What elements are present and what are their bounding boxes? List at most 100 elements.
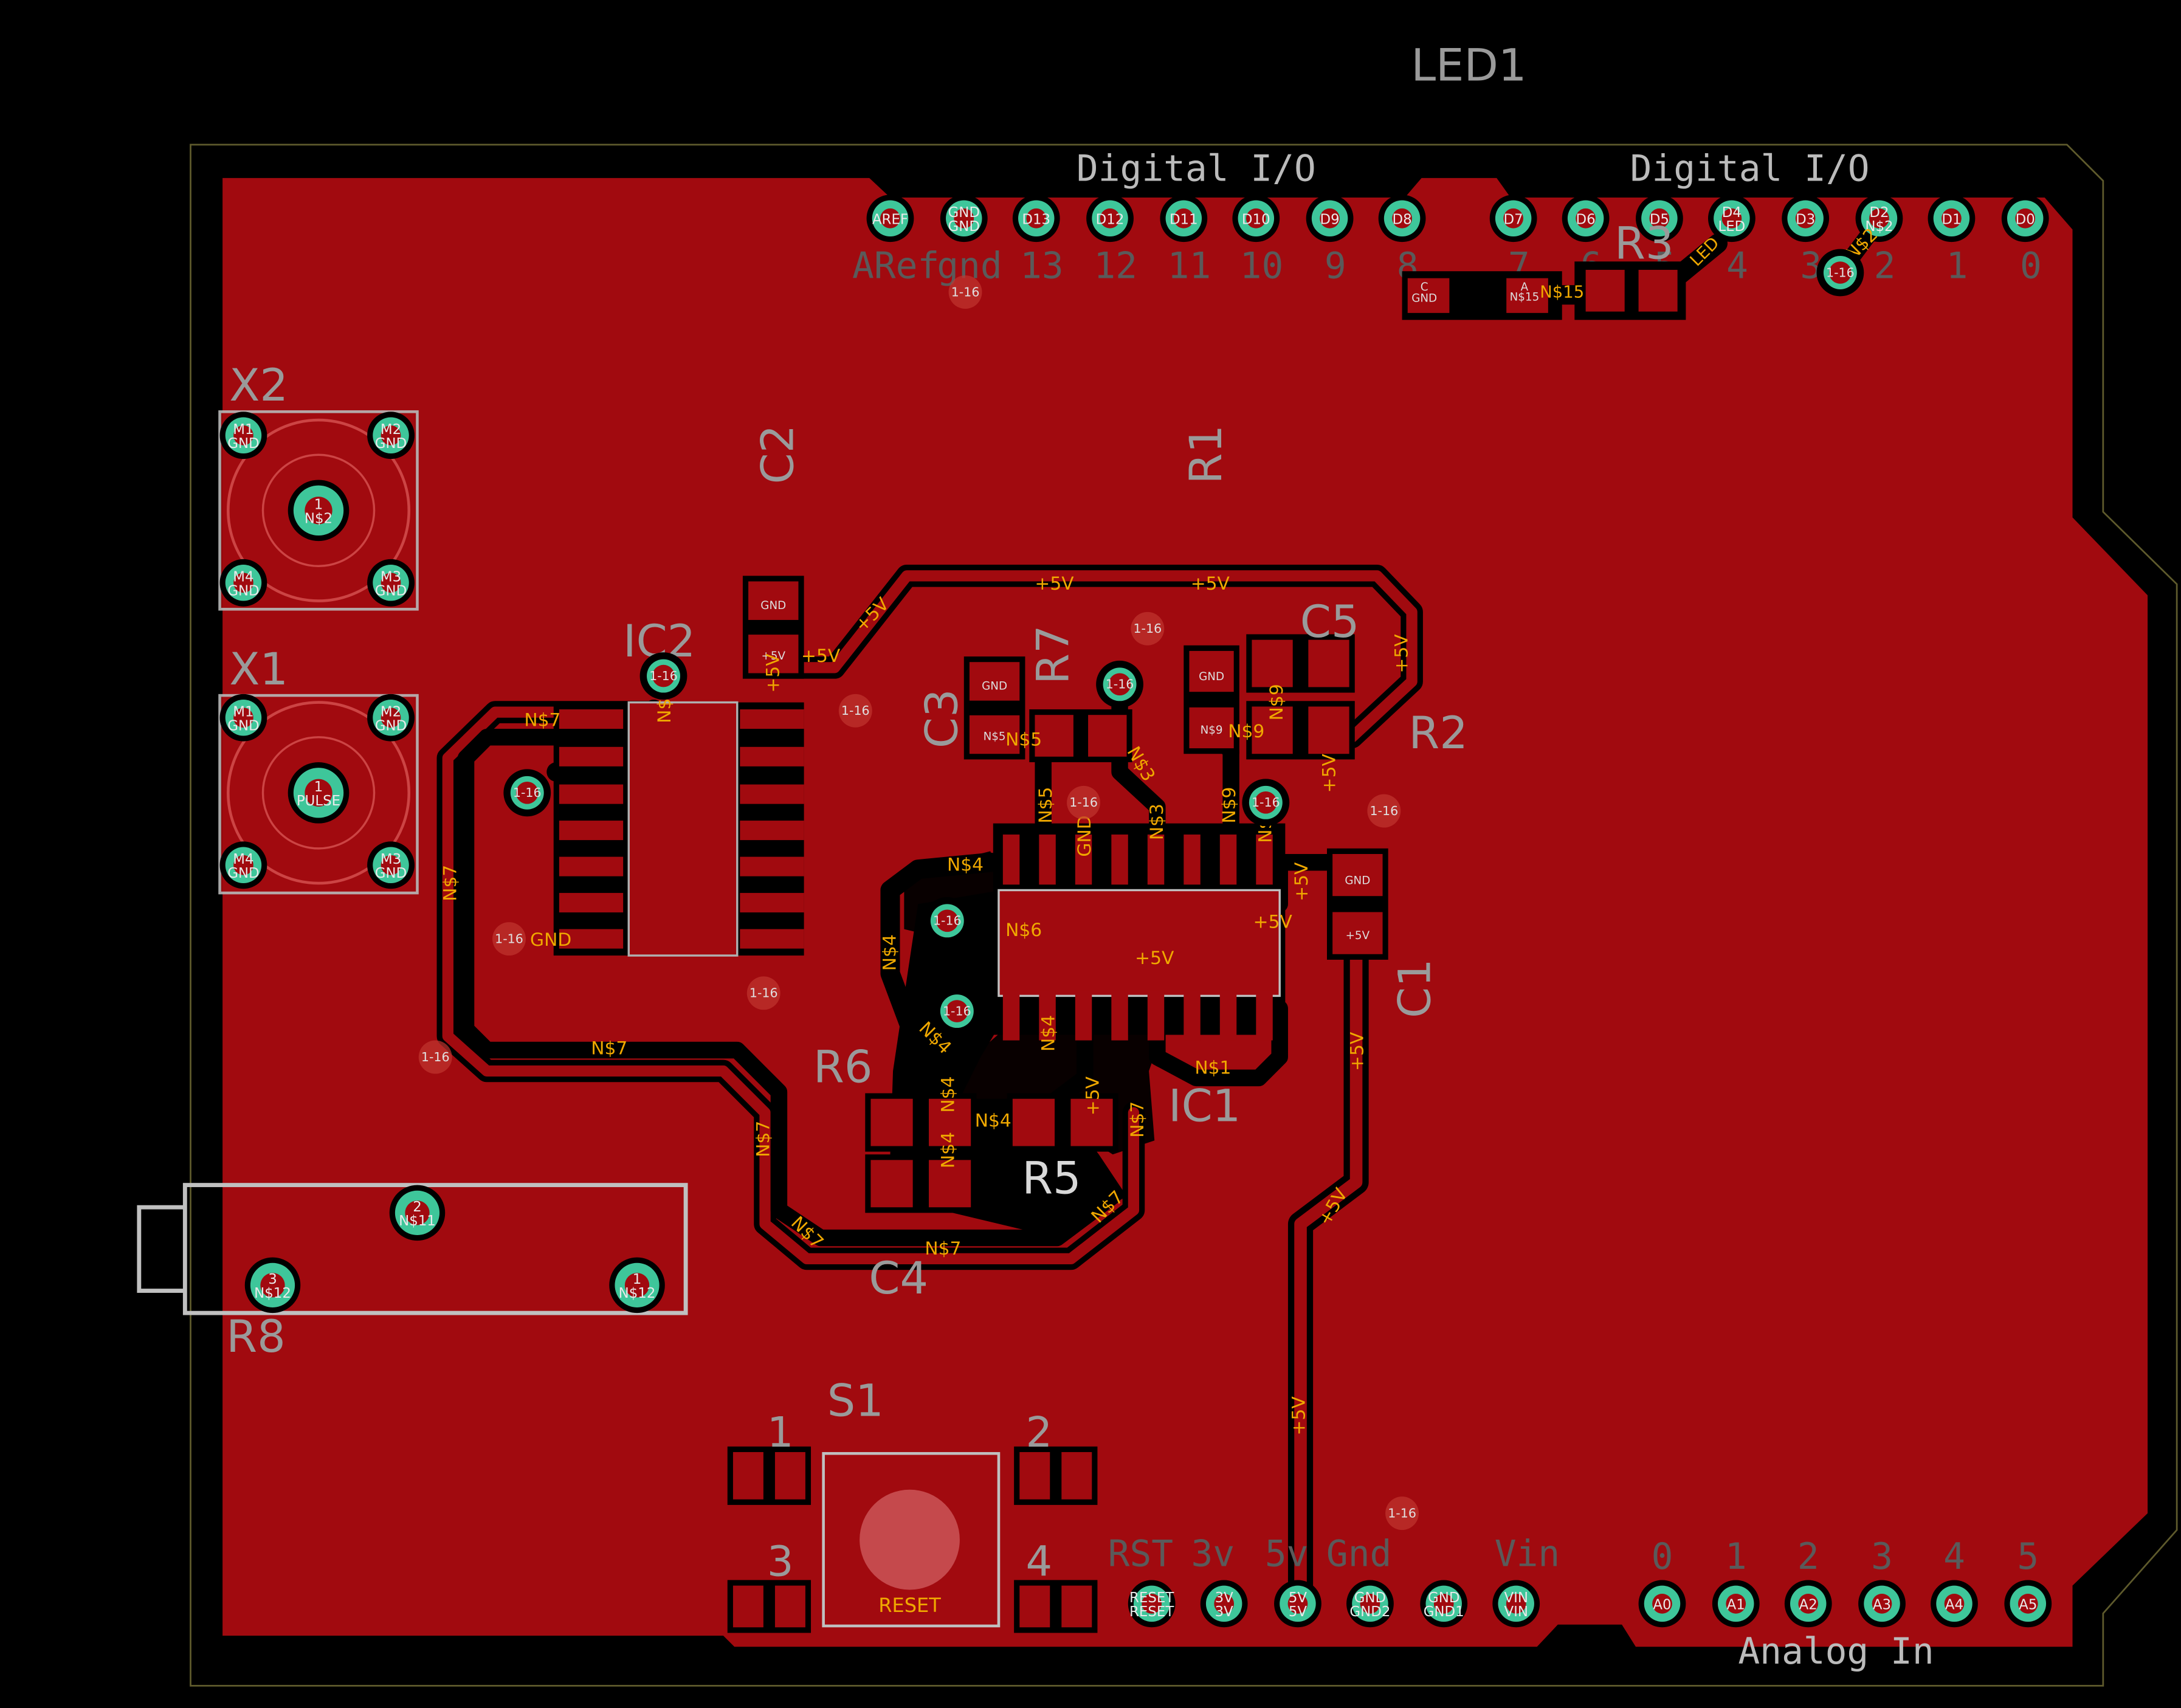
- top-pin-d1: D1: [1928, 195, 1976, 243]
- x2-pads-m3-text: M3: [381, 570, 401, 585]
- top-silk-6: 9: [1325, 246, 1346, 288]
- svg-text:+5V: +5V: [1391, 634, 1413, 673]
- x2-pads-m1-sub: GND: [227, 436, 259, 452]
- svg-text:+5V: +5V: [801, 646, 841, 667]
- power-pin-5v-2-text: 5V: [1289, 1590, 1308, 1606]
- x2-pads-center-sub: N$2: [305, 511, 332, 526]
- r7-label: R7: [1027, 625, 1079, 684]
- r3-label: R3: [1614, 218, 1673, 270]
- via: 1-16: [923, 897, 971, 945]
- via: 1-16: [1096, 660, 1143, 708]
- ic1-pad-bottom-5: [1147, 990, 1165, 1041]
- svg-text:N$7: N$7: [1127, 1101, 1148, 1138]
- analog-in-label: Analog In: [1738, 1631, 1934, 1673]
- svg-text:N$7: N$7: [753, 1121, 774, 1157]
- x2-pads-m2-text: M2: [381, 422, 401, 438]
- c2-part-a: GND: [760, 599, 786, 612]
- via: 1-16: [503, 769, 551, 817]
- via-label: 1-16: [495, 931, 523, 946]
- r6-part: [865, 1093, 977, 1152]
- via: 1-16: [1816, 249, 1864, 297]
- ic1-pad-top-1: [1002, 834, 1020, 885]
- r3-footprint: R3 N$15 LED: [1540, 218, 1723, 320]
- top-pin-d8-text: D8: [1392, 212, 1411, 227]
- led1-footprint: C GND A N$15: [1402, 271, 1562, 320]
- top-pin-d6-text: D6: [1576, 212, 1596, 227]
- via-label: 1-16: [943, 1004, 971, 1018]
- x2-pads-m4-sub: GND: [227, 583, 259, 599]
- r6-label: R6: [813, 1041, 872, 1093]
- x2-pads-center-text: 1: [314, 497, 323, 513]
- power-pin-3v-1-text: 3V: [1215, 1590, 1234, 1606]
- analog-pin-a4: A4: [1931, 1580, 1978, 1628]
- ic2-pad-left-2: [559, 746, 624, 766]
- s1-label: S1: [827, 1375, 884, 1427]
- power-silk-1: 3v: [1191, 1534, 1235, 1575]
- via-label: 1-16: [1370, 804, 1398, 818]
- ic2-pad-right-3: [740, 784, 804, 804]
- svg-text:N$15: N$15: [1510, 291, 1540, 303]
- via-label: 1-16: [1106, 677, 1134, 692]
- s1-pin-2: 2: [1025, 1408, 1052, 1457]
- top-pin-d12-text: D12: [1096, 212, 1125, 227]
- reset-net-label: RESET: [878, 1594, 941, 1617]
- ic1-pad-top-7: [1219, 834, 1237, 885]
- top-pin-d0: D0: [2001, 195, 2049, 243]
- ic2-pad-left-1: [559, 709, 624, 729]
- c3-part-a: GND: [982, 680, 1007, 693]
- x1-pads-m3-sub: GND: [375, 866, 407, 881]
- via-label: 1-16: [1388, 1506, 1416, 1521]
- x1-label: X1: [229, 644, 288, 695]
- analog-pin-a5: A5: [2004, 1580, 2052, 1628]
- via: 1-16: [1067, 785, 1101, 819]
- svg-text:+5V: +5V: [1191, 573, 1230, 594]
- r8-pin-1: 1N$12: [609, 1257, 665, 1314]
- svg-text:N$3: N$3: [1146, 804, 1168, 840]
- top-pin-d9: D9: [1306, 195, 1354, 243]
- s1-pad-3: [727, 1580, 811, 1633]
- vias: 1-16 1-16 1-16 1-16 1-16 1-16 1-16 1-16 1-16 1-16…: [418, 249, 1864, 1531]
- power-silk-2: 5v: [1265, 1534, 1309, 1575]
- via: 1-16: [1242, 779, 1290, 827]
- r8-pin-2: 2N$11: [389, 1185, 446, 1241]
- top-silk-0: ARef: [852, 246, 939, 288]
- r1-part-b: N$9: [1201, 724, 1223, 737]
- via: 1-16: [1131, 611, 1165, 646]
- r8-pin-1-text: 1: [633, 1272, 642, 1287]
- top-silk-14: 1: [1946, 246, 1968, 288]
- ic1-pad-bottom-6: [1184, 990, 1201, 1041]
- bottom-headers: RESETRESET3V3V5V5VGNDGND2GNDGND1VINVINRS…: [1108, 1534, 2052, 1673]
- svg-text:N$7: N$7: [591, 1038, 627, 1059]
- via: 1-16: [418, 1040, 452, 1074]
- svg-text:N$9: N$9: [1219, 787, 1240, 824]
- r8-pin-3: 3N$12: [244, 1257, 301, 1314]
- via-label: 1-16: [421, 1050, 450, 1064]
- x1-pads-m1-text: M1: [233, 704, 253, 720]
- r2-label: R2: [1408, 708, 1467, 759]
- svg-text:N$4: N$4: [880, 934, 901, 971]
- r8-pin-1-sub: N$12: [619, 1286, 656, 1301]
- power-pin-reset-0-text: RESET: [1129, 1590, 1174, 1606]
- x2-pads-m1-text: M1: [233, 422, 253, 438]
- top-silk-15: 0: [2020, 246, 2042, 288]
- x2-pads-m4-text: M4: [233, 570, 253, 585]
- analog-silk-4: 4: [1943, 1536, 1965, 1578]
- x1-pads-m3-text: M3: [381, 852, 401, 867]
- r8-pin-2-text: 2: [413, 1199, 422, 1215]
- power-silk-3: Gnd: [1326, 1534, 1391, 1575]
- analog-pin-a2-text: A2: [1799, 1597, 1818, 1613]
- power-pin-gnd-3-sub: GND2: [1349, 1604, 1390, 1620]
- analog-silk-0: 0: [1652, 1536, 1673, 1578]
- ic1-pad-top-3: [1075, 834, 1092, 885]
